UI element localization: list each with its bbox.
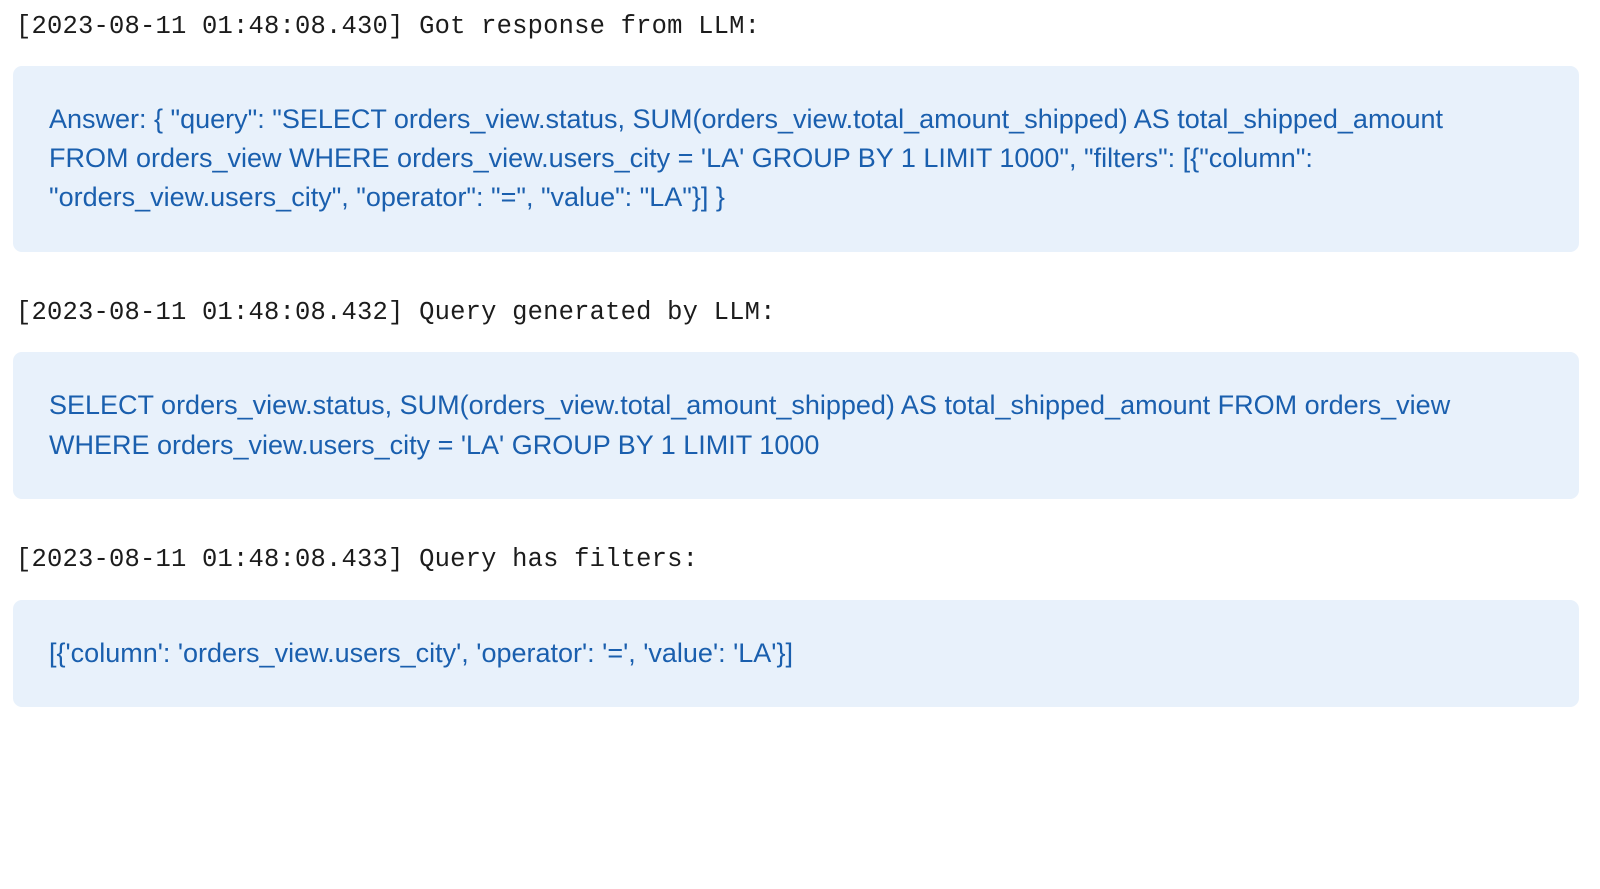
llm-response-text: Answer: { "query": "SELECT orders_view.s… — [49, 103, 1443, 213]
generated-query-text: SELECT orders_view.status, SUM(orders_vi… — [49, 390, 1451, 460]
log-line-query-generated-by-llm: [2023-08-11 01:48:08.432] Query generate… — [16, 297, 776, 327]
generated-query-block[interactable]: SELECT orders_view.status, SUM(orders_vi… — [13, 352, 1579, 500]
log-line-query-has-filters: [2023-08-11 01:48:08.433] Query has filt… — [16, 545, 699, 575]
query-filters-text: [{'column': 'orders_view.users_city', 'o… — [49, 637, 793, 668]
log-line-got-response-from-llm: [2023-08-11 01:48:08.430] Got response f… — [16, 12, 761, 41]
llm-response-block[interactable]: Answer: { "query": "SELECT orders_view.s… — [13, 65, 1579, 252]
query-filters-block[interactable]: [{'column': 'orders_view.users_city', 'o… — [13, 599, 1579, 708]
log-stream: [2023-08-11 01:48:08.430] Got response f… — [0, 12, 1600, 708]
